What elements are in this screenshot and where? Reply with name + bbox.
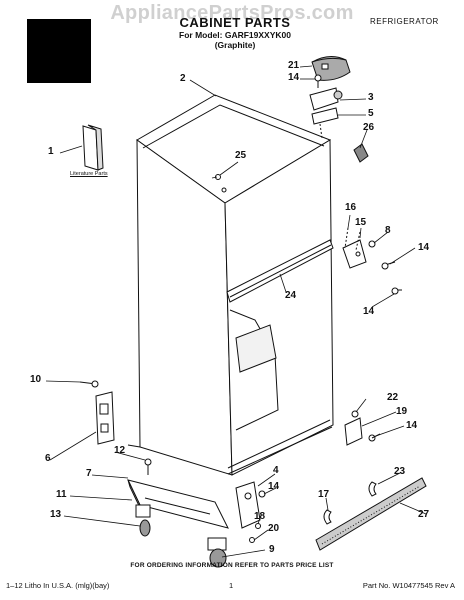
screw-14-mid-b bbox=[391, 287, 402, 295]
callout-14-bottom: 14 bbox=[268, 481, 280, 492]
left-roller bbox=[135, 504, 151, 537]
callout-6: 6 bbox=[45, 453, 51, 464]
divider-rail bbox=[226, 239, 334, 303]
hinge-shim-5 bbox=[311, 107, 339, 125]
left-side-bracket bbox=[79, 380, 115, 445]
part-number: Part No. W10477545 Rev A bbox=[362, 581, 455, 590]
callout-14-mid-low: 14 bbox=[363, 306, 375, 317]
callout-27: 27 bbox=[418, 509, 430, 520]
screw-12 bbox=[144, 458, 152, 475]
callout-2: 2 bbox=[180, 73, 186, 84]
literature-booklet bbox=[82, 124, 104, 171]
front-leveling-bracket bbox=[127, 479, 229, 529]
callout-14-top: 14 bbox=[288, 72, 300, 83]
callout-18: 18 bbox=[254, 511, 266, 522]
right-bottom-hinge bbox=[344, 410, 381, 446]
literature-parts-label: Literature Parts bbox=[70, 171, 108, 177]
callout-14-mid-right: 14 bbox=[418, 242, 430, 253]
hinge-bracket-3 bbox=[309, 87, 343, 111]
clip-17 bbox=[323, 509, 332, 525]
callout-24: 24 bbox=[285, 290, 297, 301]
screw-14-top bbox=[314, 74, 322, 88]
callout-23: 23 bbox=[394, 466, 406, 477]
callout-11: 11 bbox=[56, 489, 67, 500]
callout-1: 1 bbox=[48, 146, 54, 157]
callout-20: 20 bbox=[268, 523, 280, 534]
callout-17: 17 bbox=[318, 489, 330, 500]
callout-19: 19 bbox=[396, 406, 408, 417]
model-info: For Model: GARF19XXYK00 (Graphite) bbox=[155, 30, 315, 50]
callout-8: 8 bbox=[385, 225, 391, 236]
model-line: For Model: GARF19XXYK00 bbox=[179, 30, 291, 40]
corner-block bbox=[27, 19, 91, 83]
callout-5: 5 bbox=[368, 108, 374, 119]
callout-9: 9 bbox=[269, 544, 275, 555]
top-hinge-cover bbox=[311, 56, 351, 81]
category-label: REFRIGERATOR bbox=[370, 17, 439, 26]
callout-10: 10 bbox=[30, 374, 42, 385]
callout-16: 16 bbox=[345, 202, 357, 213]
callout-15: 15 bbox=[355, 217, 367, 228]
litho-info: 1–12 Litho In U.S.A. (mlg)(bay) bbox=[6, 581, 110, 590]
refrigerator-cabinet bbox=[127, 94, 334, 476]
page-title: CABINET PARTS bbox=[179, 15, 291, 30]
hinge-plug-26 bbox=[353, 143, 369, 163]
callout-26: 26 bbox=[363, 122, 375, 133]
callout-22: 22 bbox=[387, 392, 399, 403]
page-number: 1 bbox=[229, 581, 234, 590]
callout-4: 4 bbox=[273, 465, 279, 476]
callout-25: 25 bbox=[235, 150, 247, 161]
leader-lines bbox=[45, 65, 427, 558]
callout-3: 3 bbox=[368, 92, 374, 103]
callout-21: 21 bbox=[288, 60, 300, 71]
right-roller-bracket bbox=[207, 481, 266, 568]
ordering-note: FOR ORDERING INFORMATION REFER TO PARTS … bbox=[130, 562, 334, 569]
base-grille bbox=[315, 477, 427, 551]
screw-14-mid-a bbox=[381, 261, 396, 270]
callout-12: 12 bbox=[114, 445, 126, 456]
callout-7: 7 bbox=[86, 468, 92, 479]
model-variant: (Graphite) bbox=[214, 40, 256, 50]
callout-14-lower-right: 14 bbox=[406, 420, 418, 431]
callout-13: 13 bbox=[50, 509, 62, 520]
clip-23 bbox=[368, 481, 377, 497]
middle-hinge bbox=[342, 227, 376, 269]
watermark: AppliancePartsPros.com bbox=[110, 2, 354, 24]
